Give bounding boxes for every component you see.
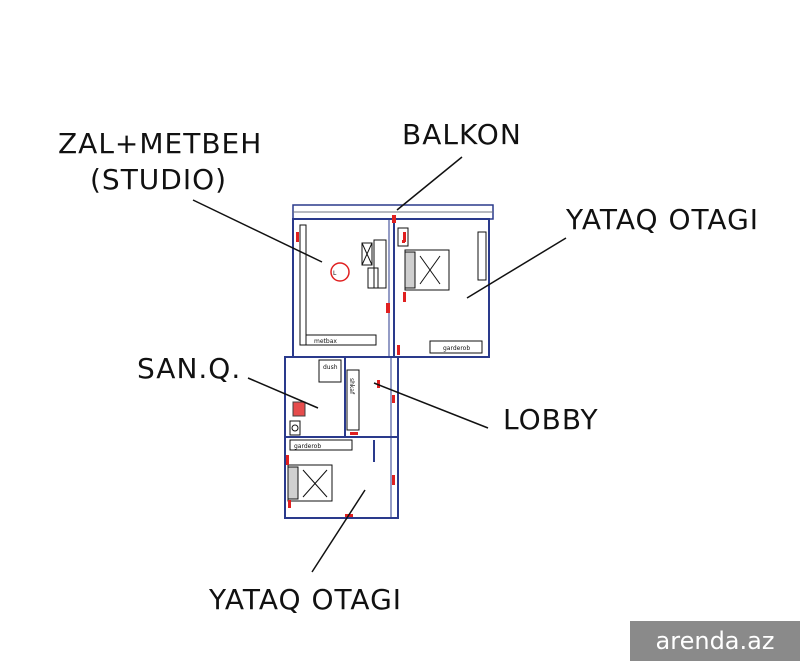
label-san: SAN.Q. — [137, 352, 242, 385]
dush-label: dush — [323, 364, 338, 371]
label-balkon: BALKON — [402, 118, 522, 151]
studio-furniture — [299, 224, 387, 346]
bedroom-bottom-furniture — [287, 439, 375, 502]
bathroom-fixtures — [289, 359, 342, 436]
label-yataq-top: YATAQ OTAGI — [566, 203, 760, 236]
clock-label: L — [333, 270, 337, 277]
garderob-top-label: garderob — [443, 345, 470, 352]
watermark-logo: arenda.az — [630, 621, 800, 661]
label-zal-metbeh: ZAL+METBEH — [58, 127, 263, 160]
garderob-bottom-label: garderob — [294, 443, 321, 450]
label-studio: (STUDIO) — [90, 163, 228, 196]
label-yataq-bottom: YATAQ OTAGI — [209, 583, 403, 616]
leader-lines — [192, 156, 567, 573]
lobby-cabinet — [346, 369, 360, 431]
bedroom-top-furniture — [397, 227, 487, 354]
label-lobby: LOBBY — [503, 403, 599, 436]
upper-walls — [292, 218, 490, 358]
shkaf-label: shkaf — [348, 378, 355, 395]
lower-walls — [284, 356, 399, 519]
metbax-label: metbax — [314, 338, 337, 345]
